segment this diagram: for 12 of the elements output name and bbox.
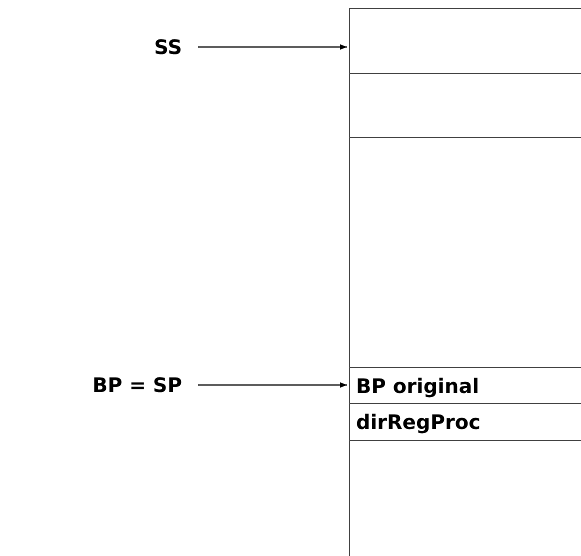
cell-text: dirRegProc [355,410,480,434]
stack-cell [349,440,581,556]
pointer-label: BP = SP [92,373,182,397]
pointer-label: SS [154,35,182,59]
stack-cell [349,73,581,137]
stack-cell [349,8,581,73]
arrow [198,382,347,388]
stack-cell [349,403,581,440]
stack-cell [349,137,581,367]
stack-cell [349,367,581,403]
arrow [198,44,347,50]
cell-text: BP original [355,374,480,398]
